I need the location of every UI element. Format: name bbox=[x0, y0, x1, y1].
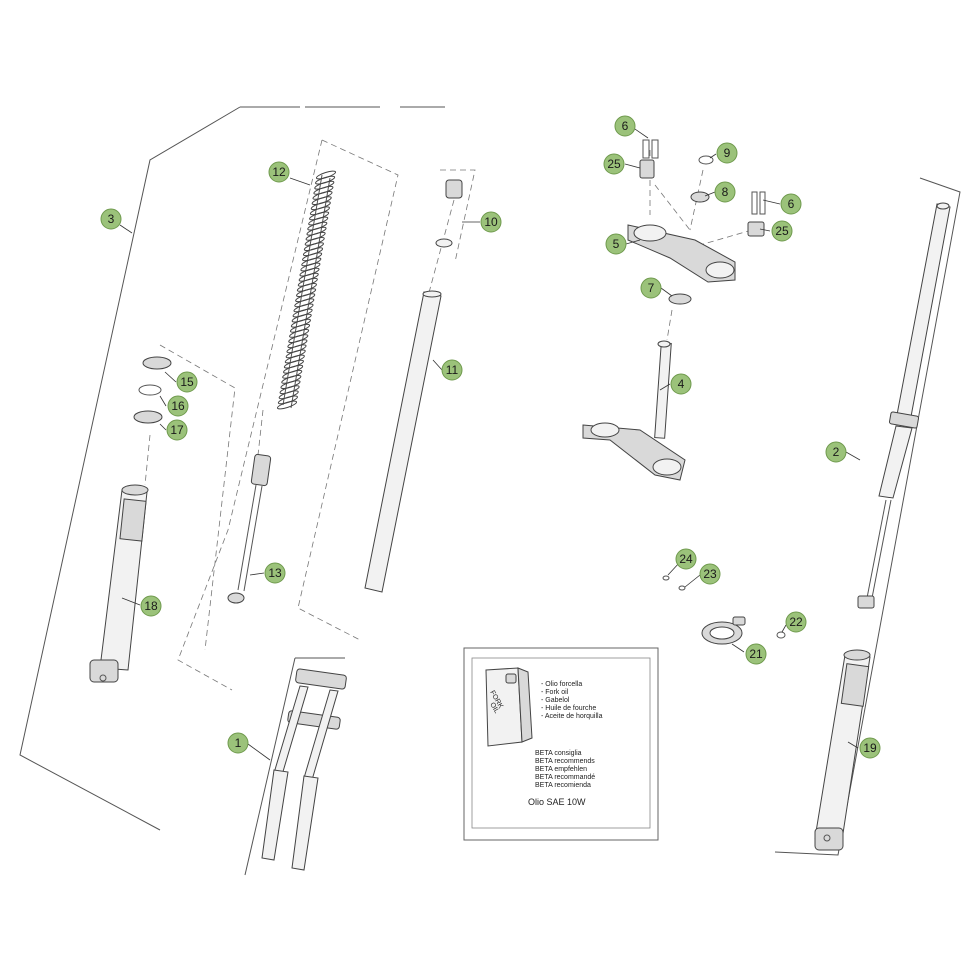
recommend-line-1: BETA consiglia bbox=[535, 750, 582, 757]
svg-text:9: 9 bbox=[724, 146, 731, 160]
callout-17[interactable]: 17 bbox=[166, 419, 188, 441]
lower-triple-clamp-part bbox=[582, 340, 686, 481]
callout-1[interactable]: 1 bbox=[227, 732, 249, 754]
fork-cap-part bbox=[435, 179, 463, 248]
lang-line-1: - Olio forcella bbox=[541, 681, 582, 688]
group-boundary-lines bbox=[19, 106, 961, 876]
svg-text:1: 1 bbox=[235, 736, 242, 750]
svg-text:17: 17 bbox=[170, 423, 184, 437]
svg-text:3: 3 bbox=[108, 212, 115, 226]
svg-text:11: 11 bbox=[446, 363, 459, 377]
oil-spec: Olio SAE 10W bbox=[528, 797, 586, 807]
callout-24[interactable]: 24 bbox=[675, 548, 697, 570]
can-label-oil: OIL bbox=[488, 702, 500, 715]
svg-text:22: 22 bbox=[789, 615, 803, 629]
right-slider-part bbox=[814, 649, 871, 851]
svg-text:25: 25 bbox=[607, 157, 621, 171]
seal-parts bbox=[133, 356, 172, 424]
top-triple-clamp-part bbox=[627, 139, 766, 305]
svg-text:21: 21 bbox=[749, 647, 763, 661]
svg-text:25: 25 bbox=[775, 224, 789, 238]
oil-can-icon: FORK OIL bbox=[485, 667, 533, 747]
callout-3[interactable]: 3 bbox=[100, 208, 122, 230]
svg-text:18: 18 bbox=[144, 599, 158, 613]
callout-11[interactable]: 11 bbox=[441, 359, 463, 381]
spring-part bbox=[276, 170, 337, 410]
svg-text:7: 7 bbox=[648, 281, 655, 295]
slider-part bbox=[89, 484, 149, 683]
svg-text:6: 6 bbox=[788, 197, 795, 211]
leader-lines bbox=[119, 126, 861, 761]
svg-text:13: 13 bbox=[268, 566, 282, 580]
callout-15[interactable]: 15 bbox=[176, 371, 198, 393]
callout-7[interactable]: 7 bbox=[640, 277, 662, 299]
lang-line-2: - Fork oil bbox=[541, 689, 569, 696]
callout-22[interactable]: 22 bbox=[785, 611, 807, 633]
callout-8[interactable]: 8 bbox=[714, 181, 736, 203]
svg-text:23: 23 bbox=[703, 567, 717, 581]
svg-text:15: 15 bbox=[180, 375, 194, 389]
callout-5[interactable]: 5 bbox=[605, 233, 627, 255]
svg-text:19: 19 bbox=[863, 741, 877, 755]
callout-13[interactable]: 13 bbox=[264, 562, 286, 584]
svg-text:12: 12 bbox=[272, 165, 286, 179]
callout-18[interactable]: 18 bbox=[140, 595, 162, 617]
svg-text:24: 24 bbox=[679, 552, 693, 566]
callout-6b[interactable]: 6 bbox=[780, 193, 802, 215]
callout-4[interactable]: 4 bbox=[670, 373, 692, 395]
spring-coil bbox=[276, 400, 298, 410]
callout-21[interactable]: 21 bbox=[745, 643, 767, 665]
callout-12[interactable]: 12 bbox=[268, 161, 290, 183]
fork-oil-info-box: FORK OIL - Olio forcella - Fork oil - Ga… bbox=[463, 647, 659, 841]
callout-25a[interactable]: 25 bbox=[603, 153, 625, 175]
svg-text:4: 4 bbox=[678, 377, 685, 391]
lang-line-5: - Aceite de horquilla bbox=[541, 713, 603, 720]
svg-text:8: 8 bbox=[722, 185, 729, 199]
callout-23[interactable]: 23 bbox=[699, 563, 721, 585]
svg-text:10: 10 bbox=[484, 215, 498, 229]
recommend-line-3: BETA empfehlen bbox=[535, 766, 587, 773]
callout-2[interactable]: 2 bbox=[825, 441, 847, 463]
callout-16[interactable]: 16 bbox=[167, 395, 189, 417]
complete-fork-part bbox=[261, 668, 347, 871]
lang-line-3: - Gabelol bbox=[541, 697, 570, 704]
callout-19[interactable]: 19 bbox=[859, 737, 881, 759]
callout-25b[interactable]: 25 bbox=[771, 220, 793, 242]
svg-text:6: 6 bbox=[622, 119, 629, 133]
recommend-line-5: BETA recomienda bbox=[535, 782, 591, 789]
svg-text:5: 5 bbox=[613, 237, 620, 251]
recommend-line-4: BETA recommandé bbox=[535, 774, 595, 781]
lang-line-4: - Huile de fourche bbox=[541, 705, 596, 712]
svg-text:2: 2 bbox=[833, 445, 840, 459]
svg-text:16: 16 bbox=[171, 399, 185, 413]
callout-6a[interactable]: 6 bbox=[614, 115, 636, 137]
callout-10[interactable]: 10 bbox=[480, 211, 502, 233]
cartridge-part bbox=[227, 453, 272, 604]
recommend-line-2: BETA recommends bbox=[535, 758, 595, 765]
callout-9[interactable]: 9 bbox=[716, 142, 738, 164]
brake-hose-clamp-parts bbox=[662, 575, 786, 645]
fork-leg-part bbox=[857, 202, 951, 609]
stanchion-tube-part bbox=[364, 290, 442, 593]
